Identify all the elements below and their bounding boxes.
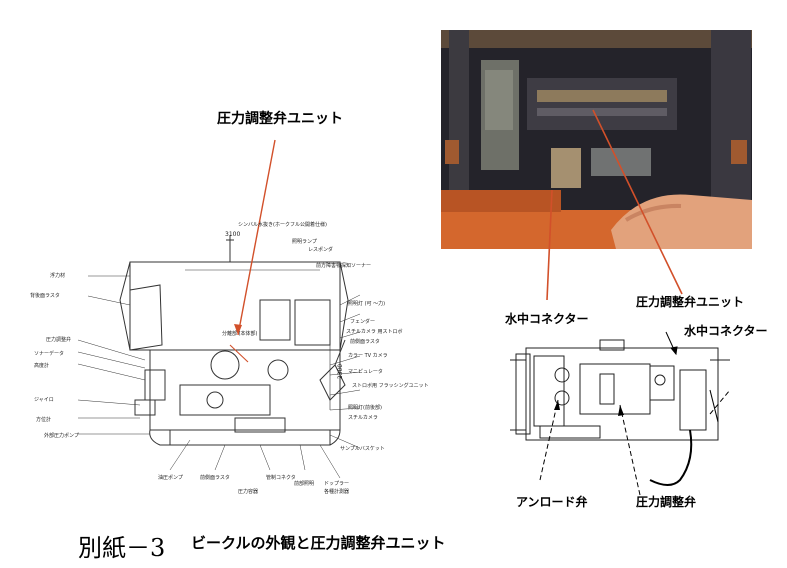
label-pressure-valve: 圧力調整弁	[636, 495, 697, 509]
label-25: ドップラー	[324, 481, 350, 487]
label-20: 外部圧力ポンプ	[44, 433, 79, 439]
label-9: 圧力調整弁	[46, 337, 72, 343]
unit-photo-rendering	[441, 30, 752, 249]
label-2: 前方障害物探知ソーナー	[316, 263, 372, 269]
unit-drawing	[510, 331, 731, 496]
label-22: 前側面ラスタ	[200, 475, 230, 481]
label-13: 照明灯(前後部)	[348, 405, 382, 411]
drawing-title-label: 圧力調整弁ユニット	[217, 111, 343, 127]
label-connector-right: 水中コネクター	[684, 324, 768, 338]
label-1: レスポンダ	[308, 247, 334, 253]
label-26: 各種計測器	[324, 489, 350, 495]
label-6: フェンダー	[350, 319, 376, 325]
label-11: マニピュレータ	[348, 369, 383, 375]
label-anode-valve: アンロード弁	[516, 495, 588, 509]
vehicle-drawing: 圧力調整弁ユニット 3100 2300 シンバル水抜き(ホークフル公開着仕様) …	[30, 100, 430, 510]
label-12: ストロボ用 フラッシングユニット	[352, 383, 429, 389]
dimension-3100: 3100	[225, 231, 241, 238]
label-27: 圧力容器	[238, 489, 259, 495]
label-unit: 圧力調整弁ユニット	[636, 295, 745, 309]
label-15: サンプルバスケット	[340, 446, 385, 452]
label-8: 前側面ラスタ	[350, 339, 380, 345]
top-note: シンバル水抜き(ホークフル公開着仕様)	[238, 222, 327, 228]
caption-main: 別紙－3	[78, 534, 166, 562]
label-18: ジャイロ	[34, 397, 54, 403]
label-4: 背後面ラスタ	[30, 293, 60, 299]
unit-photo	[441, 30, 752, 249]
label-10: カラー TV カメラ	[348, 353, 388, 359]
label-5: 照明灯 (可 ～力)	[348, 301, 386, 307]
label-21: 油圧ポンプ	[158, 475, 183, 481]
label-16: ソナーデータ	[34, 351, 65, 357]
label-connector-left: 水中コネクター	[505, 312, 589, 326]
label-19: 方位計	[36, 417, 52, 423]
label-24: 前部照明	[294, 481, 315, 487]
label-14: スチルカメラ	[348, 415, 378, 421]
vehicle-drawing-lines	[77, 139, 361, 479]
label-3: 浮力材	[50, 273, 66, 279]
center-note: 分離部 (本体部)	[222, 331, 258, 337]
label-0: 照明ランプ	[292, 239, 317, 245]
label-23: 管制コネクタ	[266, 475, 296, 481]
label-7: スチルカメラ 用ストロボ	[346, 329, 403, 335]
caption-sub: ビークルの外観と圧力調整弁ユニット	[191, 534, 446, 552]
label-17: 高度計	[34, 363, 50, 369]
